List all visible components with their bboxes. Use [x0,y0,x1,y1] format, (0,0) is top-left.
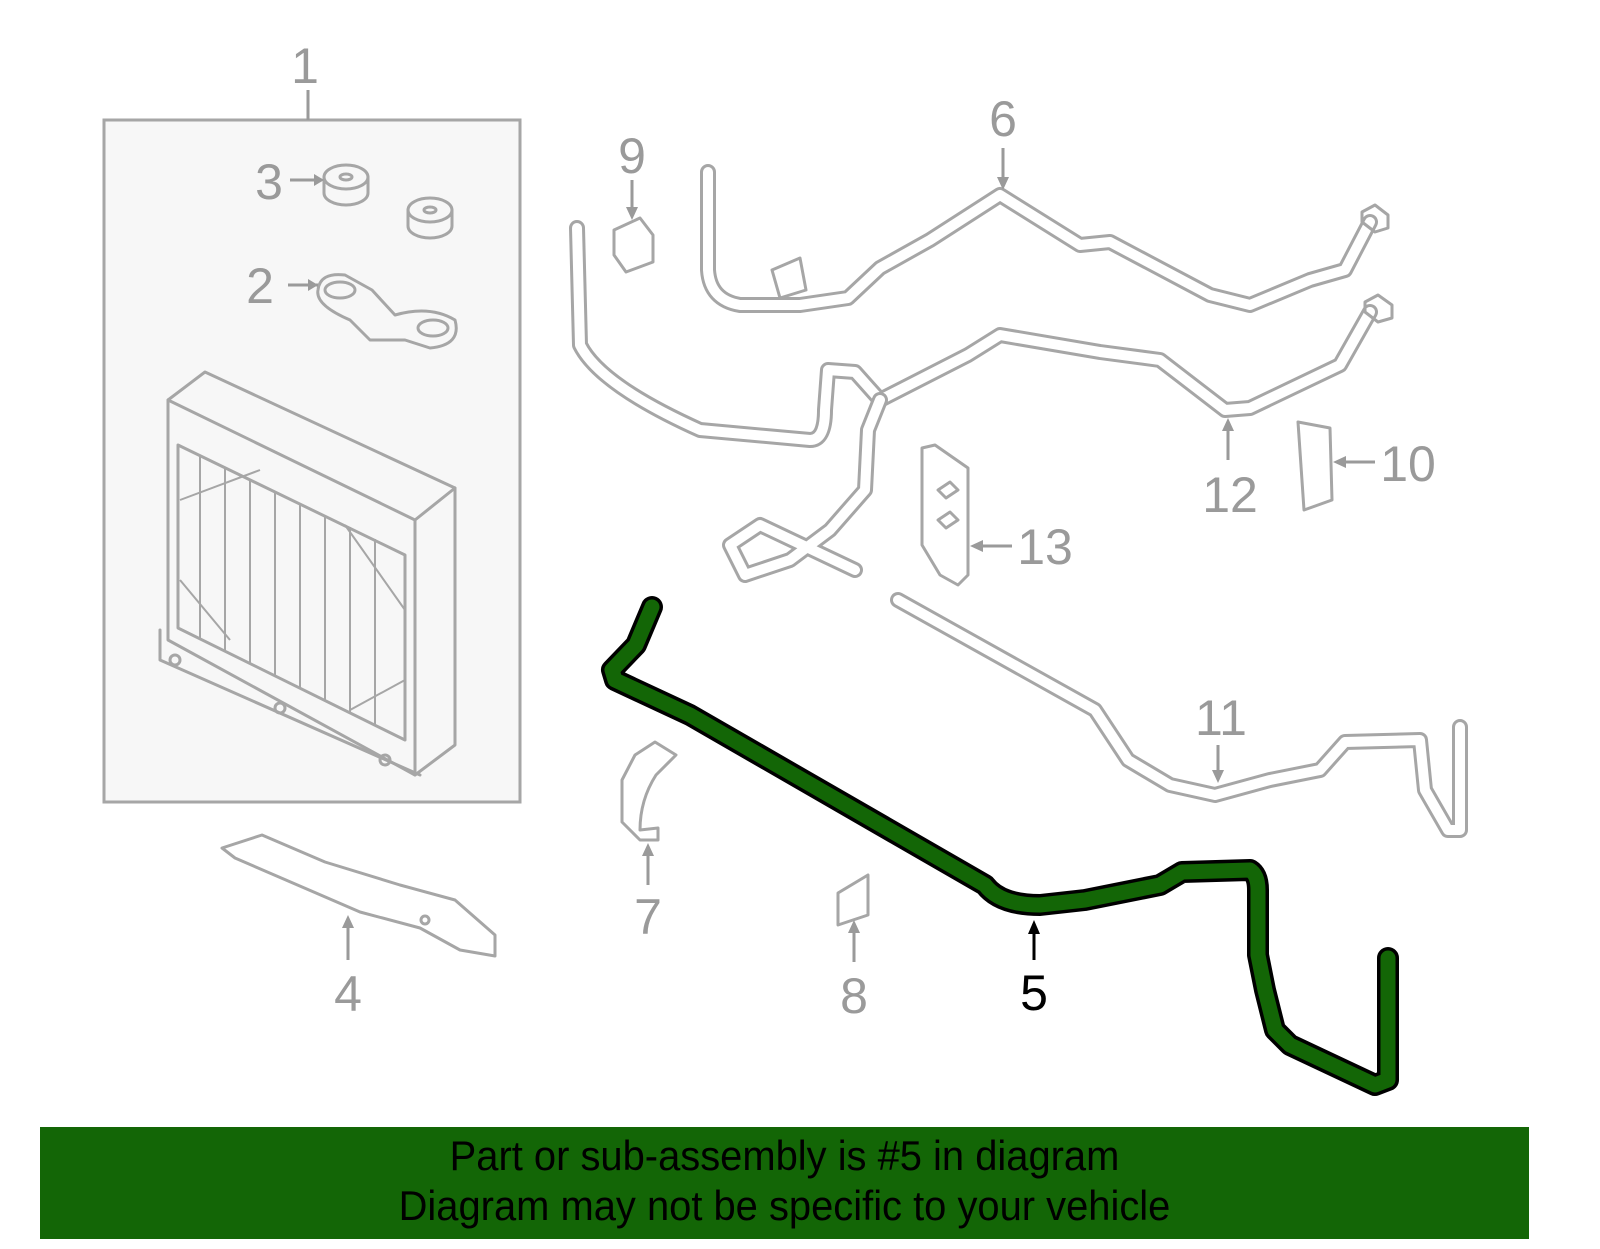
cooler-line-part-11[interactable] [890,592,1468,838]
callout-1[interactable]: 1 [291,38,319,94]
bracket-part-13[interactable] [920,443,1012,587]
cooler-line-part-5-highlighted[interactable] [601,596,1399,1096]
clip-part-8[interactable] [836,873,870,962]
callout-12[interactable]: 12 [1202,467,1258,523]
callout-7[interactable]: 7 [634,889,662,945]
bracket-part-7[interactable] [620,740,678,885]
grommet-part-3[interactable] [322,163,454,240]
callout-11[interactable]: 11 [1195,690,1247,746]
callout-10[interactable]: 10 [1380,436,1436,492]
clip-part-9[interactable] [612,180,655,274]
callout-13[interactable]: 13 [1017,519,1073,575]
callout-3[interactable]: 3 [255,154,283,210]
callout-2[interactable]: 2 [246,258,274,314]
radiator-assembly[interactable] [102,90,522,804]
clip-part-10[interactable] [1296,420,1375,512]
info-banner: Part or sub-assembly is #5 in diagram Di… [40,1127,1529,1239]
callout-8[interactable]: 8 [840,968,868,1024]
banner-line-part: Part or sub-assembly is #5 in diagram [449,1132,1120,1179]
callout-4[interactable]: 4 [334,966,362,1022]
callout-5[interactable]: 5 [1020,965,1048,1021]
callout-6[interactable]: 6 [989,91,1017,147]
cooler-line-part-6[interactable] [700,148,1390,313]
cooler-line-part-12[interactable] [569,220,1394,583]
callout-9[interactable]: 9 [618,128,646,184]
air-guide-part-4[interactable] [220,833,497,960]
bracket-part-2[interactable] [316,273,458,350]
banner-line-disclaimer: Diagram may not be specific to your vehi… [398,1182,1171,1229]
